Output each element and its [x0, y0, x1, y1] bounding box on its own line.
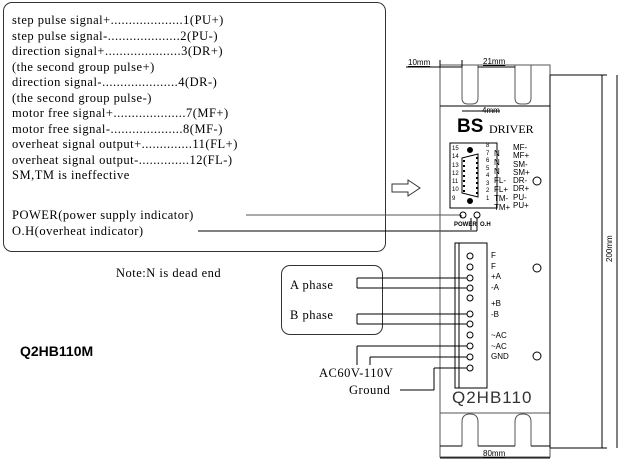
pin-labels-right: MF- MF+ SM- SM+ DR- DR+ PU- PU+ — [513, 143, 530, 211]
ac-voltage-label: AC60V-110V — [319, 366, 394, 380]
top-slot-right — [514, 65, 532, 105]
connector-right-numbers: 8 7 6 5 4 3 2 1 — [486, 143, 490, 202]
signal-line: (the second group pulse+) — [12, 59, 155, 74]
signal-list: step pulse signal+....................1(… — [0, 0, 390, 250]
signal-line: step pulse signal+....................1(… — [12, 13, 224, 27]
signal-line: overheat signal output-..............12(… — [12, 152, 233, 167]
terminal-block — [454, 242, 488, 389]
a-phase-label: A phase — [290, 278, 334, 292]
mounting-hole — [532, 351, 542, 361]
top-slot-left — [461, 65, 479, 105]
signal-line: motor free signal+....................7(… — [12, 106, 229, 120]
signal-line: direction signal-.....................4(… — [12, 75, 218, 89]
ineffective-note: SM,TM is ineffective — [12, 168, 130, 182]
motor-phase-box — [281, 265, 383, 335]
signal-line: step pulse signal-....................2(… — [12, 28, 219, 43]
model-label: Q2HB110M — [20, 343, 94, 359]
signal-line: direction signal+.....................3(… — [12, 44, 224, 58]
bottom-slot-left — [461, 413, 479, 446]
mounting-hole — [532, 176, 542, 186]
bottom-slot-right — [514, 413, 532, 446]
signal-line: overheat signal output+..............11(… — [12, 137, 238, 151]
overheat-indicator-label: O.H(overheat indicator) — [12, 224, 144, 238]
power-indicator-label: POWER(power supply indicator) — [12, 208, 194, 222]
dimension-width: 80mm — [483, 449, 506, 458]
db15-socket — [461, 153, 479, 198]
power-led — [459, 211, 467, 219]
driver-model: Q2HB110 — [452, 388, 533, 407]
b-phase-label: B phase — [290, 308, 334, 322]
db15-connector — [449, 142, 498, 209]
brand-logo: BS — [457, 116, 484, 137]
oh-led — [473, 211, 481, 219]
dimension-slot-spacing: 21mm — [483, 57, 506, 66]
led-power-label: POWER — [454, 222, 477, 228]
connector-left-numbers: 15 14 13 12 11 10 9 — [452, 146, 459, 202]
ground-label: Ground — [349, 383, 391, 397]
mounting-hole — [532, 263, 542, 273]
signal-line: (the second group pulse-) — [12, 90, 152, 105]
terminal-pins — [466, 252, 474, 372]
terminal-labels: F F +A -A +B -B ~AC ~AC GND — [491, 251, 509, 362]
pin-labels-left: N N N FL- FL+ TM- TM+ — [494, 149, 511, 212]
arrow-icon — [391, 179, 421, 197]
dimension-left-margin: 10mm — [408, 58, 431, 67]
signal-description-box — [3, 2, 386, 252]
signal-line: motor free signal-....................8(… — [12, 121, 223, 136]
driver-title: DRIVER — [489, 122, 534, 136]
dimension-slot-width: 4mm — [482, 106, 500, 115]
dimension-height: 200mm — [605, 235, 614, 262]
led-oh-label: O.H — [480, 222, 491, 228]
dead-end-note: Note:N is dead end — [116, 266, 222, 280]
